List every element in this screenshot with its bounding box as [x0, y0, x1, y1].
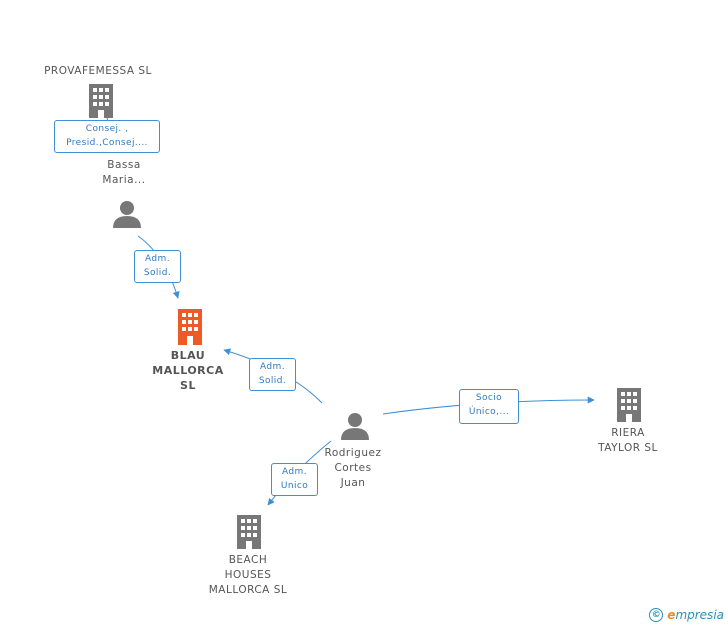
edge-badge-rodriguez-beach[interactable]: Adm. Unico [271, 463, 318, 496]
edge-badge-pons-blau[interactable]: Adm. Solid. [134, 250, 181, 283]
edge-badge-label: Adm. Unico [280, 467, 309, 491]
edge-badge-rodriguez-riera[interactable]: Socio Único,... [459, 389, 519, 424]
node-label-blau-mallorca[interactable]: BLAU MALLORCA SL [152, 349, 224, 392]
node-label-beach-houses[interactable]: BEACH HOUSES MALLORCA SL [208, 554, 288, 596]
brand-logo[interactable]: empresia [667, 608, 724, 622]
brand-name: mpresia [675, 608, 724, 622]
person-icon[interactable] [112, 199, 142, 229]
edge-badge-label: Socio Único,... [468, 393, 510, 417]
node-label-rodriguez[interactable]: Rodriguez Cortes Juan [324, 447, 382, 489]
node-label-provafemessa[interactable]: PROVAFEMESSA SL [44, 65, 152, 77]
edge-badge-rodriguez-blau[interactable]: Adm. Solid. [249, 358, 296, 391]
edge-badge-provafemessa-pons[interactable]: Consej. , Presid.,Consej.... [54, 120, 160, 153]
building-icon[interactable] [234, 515, 264, 549]
brand-footer: © empresia [649, 608, 724, 622]
copyright-icon: © [649, 608, 664, 622]
brand-initial: e [667, 608, 676, 622]
building-icon-main[interactable] [175, 309, 205, 345]
edge-badge-label: Consej. , Presid.,Consej.... [66, 124, 148, 148]
building-icon[interactable] [86, 84, 116, 118]
node-label-riera-taylor[interactable]: RIERA TAYLOR SL [598, 427, 658, 454]
building-icon[interactable] [614, 388, 644, 422]
person-icon[interactable] [340, 411, 370, 441]
edge-badge-label: Adm. Solid. [143, 254, 172, 278]
edge-badge-label: Adm. Solid. [258, 362, 287, 386]
